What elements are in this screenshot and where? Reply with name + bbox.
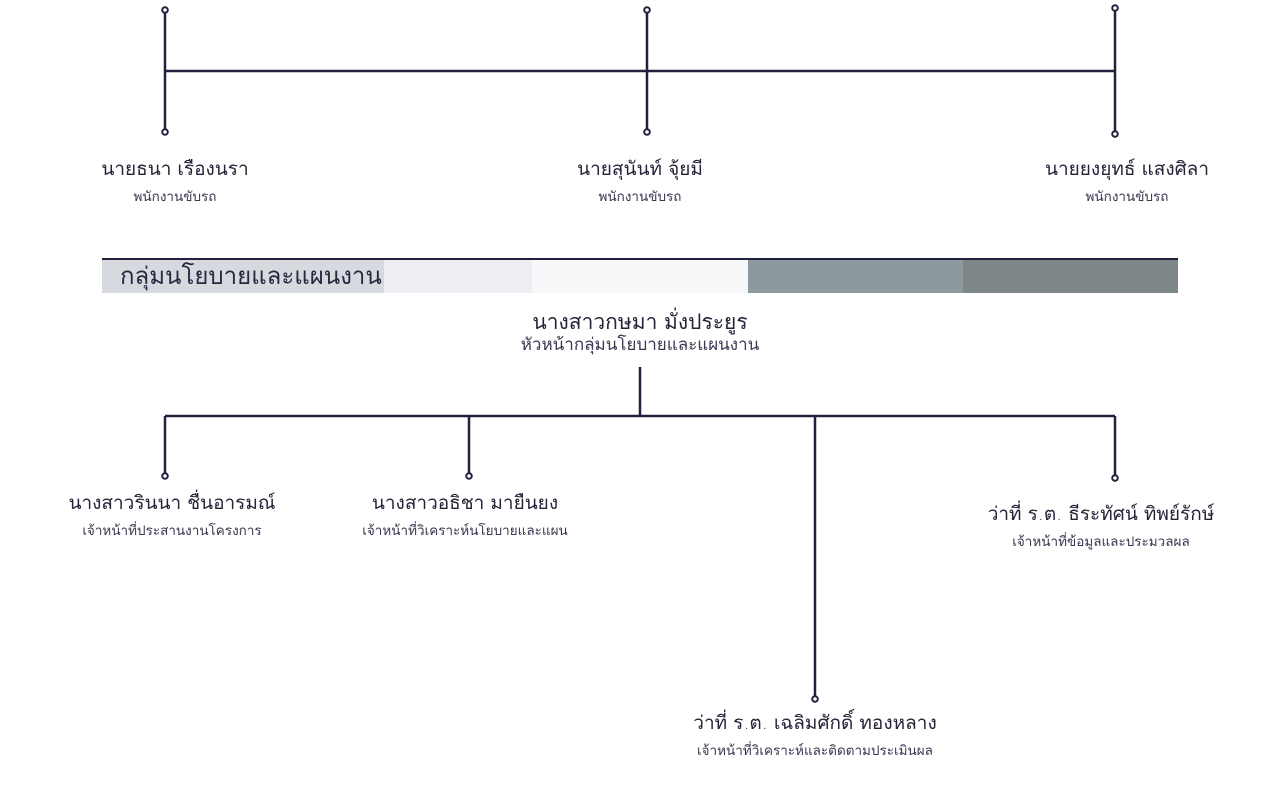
section-title: กลุ่มนโยบายและแผนงาน (120, 262, 382, 290)
head-role: หัวหน้ากลุ่มนโยบายและแผนงาน (520, 335, 760, 355)
person-name: นายธนา เรืองนรา (101, 158, 249, 180)
person-role: เจ้าหน้าที่ประสานงานโครงการ (82, 523, 262, 539)
bar-segment (532, 260, 748, 293)
person-card: ว่าที่ ร.ต. ธีระทัศน์ ทิพย์รักษ์ เจ้าหน้… (951, 502, 1251, 551)
section-header-bar (102, 258, 1178, 293)
bar-segment (748, 260, 963, 293)
person-role: พนักงานขับรถ (1085, 189, 1169, 205)
bar-segment (102, 260, 384, 293)
person-role: เจ้าหน้าที่วิเคราะห์นโยบายและแผน (362, 523, 568, 539)
person-card: ว่าที่ ร.ต. เฉลิมศักดิ์ ทองหลาง เจ้าหน้า… (655, 711, 975, 760)
person-card: นายยงยุทธ์ แสงศิลา พนักงานขับรถ (987, 157, 1267, 206)
person-name: นางสาวรินนา ชื่นอารมณ์ (68, 492, 276, 514)
person-role: พนักงานขับรถ (133, 189, 217, 205)
person-name: ว่าที่ ร.ต. เฉลิมศักดิ์ ทองหลาง (693, 712, 937, 734)
person-role: เจ้าหน้าที่ข้อมูลและประมวลผล (1012, 534, 1190, 550)
person-card: นายธนา เรืองนรา พนักงานขับรถ (35, 157, 315, 206)
top-connectors (163, 10, 1117, 131)
head-name: นางสาวกษมา มั่งประยูร (532, 310, 748, 334)
person-role: เจ้าหน้าที่วิเคราะห์และติดตามประเมินผล (697, 743, 933, 759)
person-name: ว่าที่ ร.ต. ธีระทัศน์ ทิพย์รักษ์ (987, 503, 1215, 525)
person-name: นางสาวอธิชา มายืนยง (371, 492, 559, 514)
staff-nodes (161, 472, 1119, 703)
person-card: นายสุนันท์ จุ้ยมี พนักงานขับรถ (500, 157, 780, 206)
person-role: พนักงานขับรถ (598, 189, 682, 205)
bar-segment (963, 260, 1178, 293)
person-card: นางสาวรินนา ชื่นอารมณ์ เจ้าหน้าที่ประสาน… (32, 491, 312, 540)
person-name: นายยงยุทธ์ แสงศิลา (1045, 158, 1209, 180)
top-nodes (161, 4, 1119, 138)
bar-segment (384, 260, 532, 293)
person-name: นายสุนันท์ จุ้ยมี (577, 158, 703, 180)
group-head-card: นางสาวกษมา มั่งประยูร หัวหน้ากลุ่มนโยบาย… (440, 310, 840, 354)
person-card: นางสาวอธิชา มายืนยง เจ้าหน้าที่วิเคราะห์… (325, 491, 605, 540)
staff-connectors (163, 367, 1117, 696)
